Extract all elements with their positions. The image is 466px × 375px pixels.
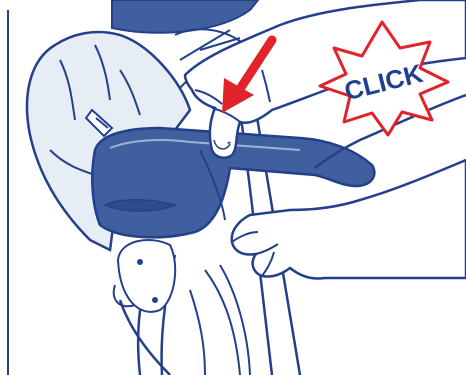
frame-joint — [118, 240, 175, 312]
lower-wires — [190, 265, 250, 375]
frame-rivet — [137, 259, 143, 265]
frame-rivet — [152, 297, 158, 303]
canopy-top — [112, 0, 258, 33]
